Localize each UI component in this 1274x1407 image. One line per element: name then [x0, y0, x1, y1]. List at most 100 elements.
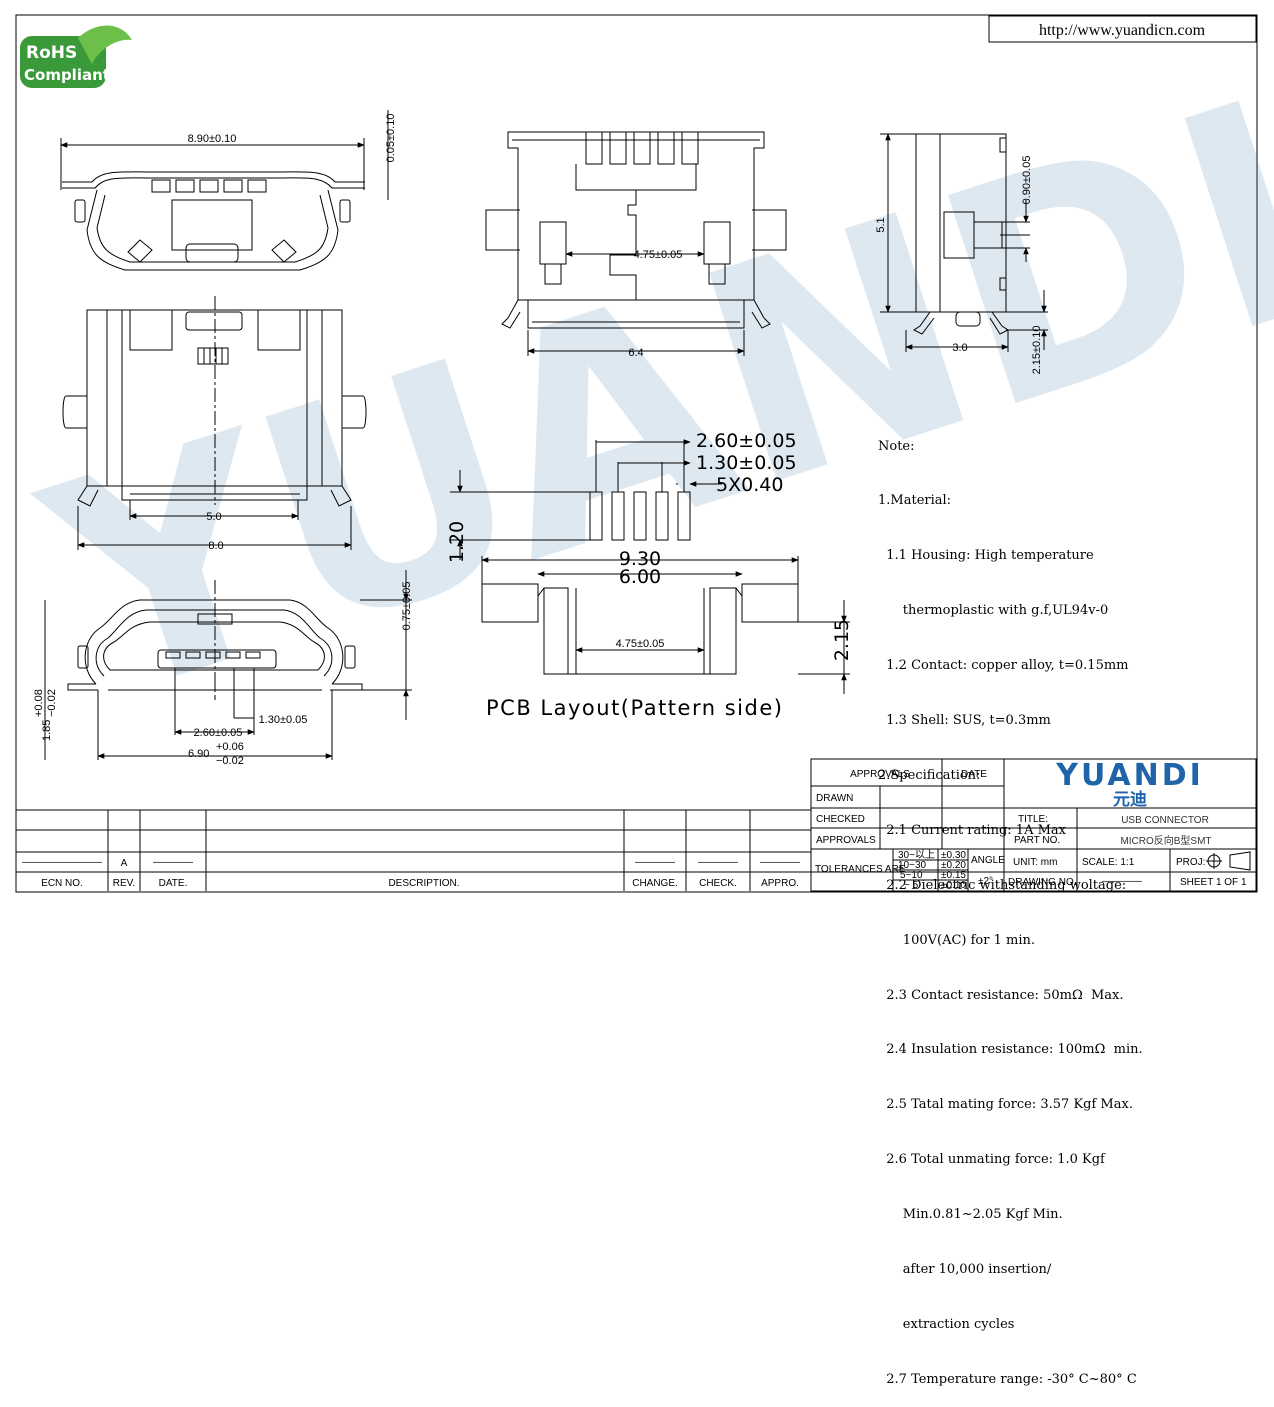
scale-label: SCALE: 1:1 [1082, 857, 1135, 868]
title-block-lines [16, 758, 1257, 892]
mate-side-sup: +0.08 [33, 689, 45, 717]
mate-width-label: 6.90 +0.06 −0.02 [188, 741, 244, 767]
sheet-border [15, 14, 1258, 893]
top-outer-label: 8.0 [208, 540, 223, 552]
note-line: Min.0.81~2.05 Kgf Min. [878, 1207, 1063, 1223]
brand-logo: YUANDI [1055, 758, 1204, 793]
angle-tol: ±2° [978, 876, 993, 887]
note-line: 2.Specification: [878, 767, 981, 783]
mate-height-label: 0.75±0.05 [401, 582, 413, 631]
header-change: CHANGE. [632, 878, 678, 889]
note-line: after 10,000 insertion/ [878, 1261, 1052, 1277]
mate-width-base: 6.90 [188, 748, 209, 760]
notes-heading: Note: [878, 438, 915, 454]
pcb-padlen-label: 1.20 [446, 521, 468, 563]
pcb-gap-label: 4.75±0.05 [616, 638, 665, 650]
title-value: USB CONNECTOR [1121, 815, 1209, 826]
rev-appro-0: ———— [760, 857, 800, 868]
rev-rev-0: A [121, 858, 128, 869]
tol-range-1: 10~30 [898, 860, 927, 871]
side-post-label: 0.90±0.05 [1021, 156, 1033, 205]
mate-side-label: 1.85 +0.08 −0.02 [33, 689, 58, 741]
drawing-no-label: DRAWING NO. [1008, 877, 1077, 888]
title-label: TITLE: [1018, 814, 1048, 825]
header-appro: APPRO. [761, 878, 799, 889]
tol-range-0: 30~以上 [898, 849, 935, 861]
mate-pitch1-label: 1.30±0.05 [259, 714, 308, 726]
note-line: 2.5 Tatal mating force: 3.57 Kgf Max. [878, 1097, 1133, 1113]
tol-range-2: 5~10 [900, 870, 923, 881]
mate-width-sub: −0.02 [216, 755, 244, 767]
mate-pitch2-label: 2.60±0.05 [194, 727, 243, 739]
drawn-label: DRAWN [816, 793, 853, 804]
brand-cn: 元迪 [1113, 789, 1147, 810]
drawing-sheet: YUANDI http://www.yuandicn.com RoHS Comp… [10, 14, 1274, 893]
part-value: MICRO反向B型SMT [1120, 834, 1211, 847]
tol-value-2: ±0.15 [941, 870, 966, 881]
checked-label: CHECKED [816, 814, 865, 825]
top-inner-label: 5.0 [206, 511, 221, 523]
note-line: extraction cycles [878, 1316, 1015, 1332]
compliant-text: Compliant [24, 66, 110, 84]
note-line: 2.3 Contact resistance: 50mΩ Max. [878, 987, 1124, 1003]
note-line: 1.1 Housing: High temperature [878, 548, 1094, 564]
tol-value-3: ±0.10 [941, 880, 966, 891]
header-check: CHECK. [699, 878, 737, 889]
front-width-label: 8.90±0.10 [188, 133, 237, 145]
notes-block: Note: 1.Material: 1.1 Housing: High temp… [878, 401, 1198, 1407]
note-line: 1.2 Contact: copper alloy, t=0.15mm [878, 658, 1129, 674]
side-height-label: 5.1 [875, 217, 887, 232]
part-label: PART NO. [1014, 835, 1060, 846]
proj-label: PROJ: [1176, 857, 1205, 868]
rear-width-label: 6.4 [628, 347, 643, 359]
side-width-label: 3.0 [952, 342, 967, 354]
note-line: 1.Material: [878, 493, 952, 509]
url-text: http://www.yuandicn.com [1039, 22, 1206, 39]
pcb-pitch1-label: 1.30±0.05 [696, 452, 797, 474]
drawing-no-value: ———— [1102, 876, 1142, 887]
header-ecn: ECN NO. [41, 878, 83, 889]
note-line: 2.2 Dielectric withstanding woltage: [878, 877, 1127, 893]
rohs-text: RoHS [26, 43, 77, 63]
tol-range-3: ~ 5 [904, 880, 919, 891]
front-thk-label: 0.05±0.10 [385, 114, 397, 163]
tol-value-1: ±0.20 [941, 860, 966, 871]
mate-side-base: 1.85 [41, 720, 53, 741]
approvals-label: APPROVALS [816, 835, 876, 846]
note-line: 100V(AC) for 1 min. [878, 932, 1035, 948]
pcb-pads-label: 5X0.40 [716, 474, 783, 496]
rev-ecn-0: ———————— [22, 857, 102, 868]
rear-view [485, 131, 787, 356]
url-box [988, 15, 1257, 43]
pcb-layout [450, 439, 850, 694]
date-header: DATE [961, 769, 987, 780]
header-date: DATE. [159, 878, 188, 889]
front-view [60, 110, 389, 271]
sheet-label: SHEET 1 OF 1 [1180, 877, 1247, 888]
note-line: 2.1 Current rating: 1A Max [878, 822, 1066, 838]
rev-date-0: ———— [153, 857, 193, 868]
note-line: 1.3 Shell: SUS, t=0.3mm [878, 713, 1051, 729]
top-view [62, 296, 367, 550]
rev-check-0: ———— [698, 857, 738, 868]
side-view [880, 133, 1048, 352]
approvals-header: APPROVALS [850, 769, 910, 780]
pcb-total-label: 9.30 [619, 548, 661, 570]
tol-value-0: ±0.30 [941, 850, 966, 861]
pcb-tab-label: 2.15 [831, 619, 853, 661]
rev-change-0: ———— [635, 857, 675, 868]
header-description: DESCRIPTION. [388, 878, 459, 889]
pcb-pitch2-label: 2.60±0.05 [696, 430, 797, 452]
pcb-inner-label: 6.00 [619, 566, 661, 588]
note-line: thermoplastic with g.f,UL94v-0 [878, 603, 1109, 619]
rear-gap-label: 4.75±0.05 [634, 249, 683, 261]
mate-width-sup: +0.06 [216, 741, 244, 753]
unit-label: UNIT: mm [1013, 857, 1057, 868]
side-lead-label: 2.15±0.10 [1031, 326, 1043, 375]
mate-side-sub: −0.02 [46, 689, 58, 717]
note-line: 2.4 Insulation resistance: 100mΩ min. [878, 1042, 1143, 1058]
mating-view [44, 570, 412, 760]
tolerances-label: TOLERANCES ARE [815, 864, 906, 875]
note-line: 2.7 Temperature range: -30° C~80° C [878, 1371, 1137, 1387]
header-rev: REV. [113, 878, 135, 889]
